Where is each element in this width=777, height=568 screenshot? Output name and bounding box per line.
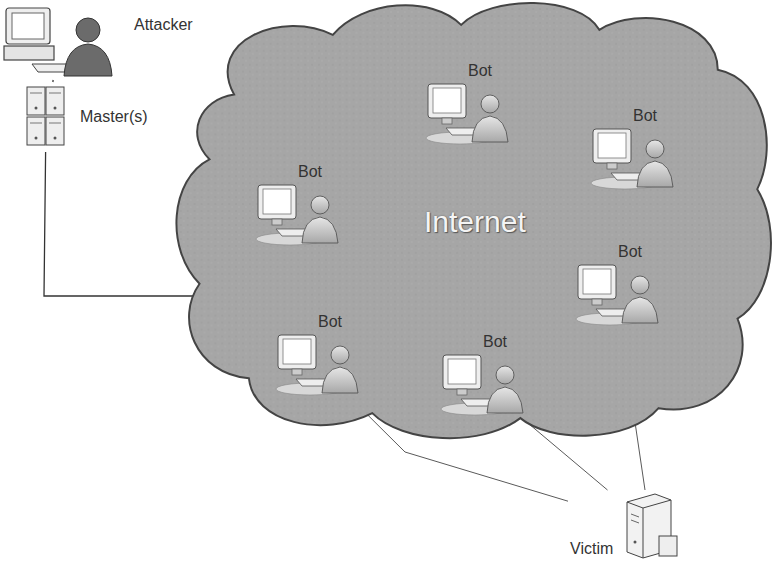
node-label: Victim xyxy=(570,540,613,558)
master-node: Master(s) xyxy=(24,84,148,150)
node-label: Bot xyxy=(318,313,342,331)
cloud-label: Internet xyxy=(424,205,526,239)
bot-node: Bot xyxy=(270,313,362,397)
victim-node: Victim xyxy=(570,492,681,560)
bot-icon xyxy=(250,181,342,247)
bot-icon xyxy=(585,125,677,191)
node-label: Master(s) xyxy=(80,108,148,126)
bot-node: Bot xyxy=(435,333,527,417)
attacker-node: Attacker xyxy=(2,2,193,78)
bot-icon xyxy=(270,331,362,397)
bot-icon xyxy=(570,261,662,327)
node-label: Bot xyxy=(633,107,657,125)
bot-icon xyxy=(435,351,527,417)
link-line xyxy=(52,80,54,82)
bot-node: Bot xyxy=(585,107,677,191)
attacker-icon xyxy=(2,2,120,78)
victim-icon xyxy=(619,492,681,560)
master-icon xyxy=(24,84,68,150)
node-label: Bot xyxy=(298,163,322,181)
node-label: Bot xyxy=(468,62,492,80)
node-label: Bot xyxy=(618,243,642,261)
bot-node: Bot xyxy=(420,62,512,146)
node-label: Attacker xyxy=(134,16,193,34)
internet-cloud: InternetBotBotBotBotBotBot xyxy=(165,0,777,448)
bot-icon xyxy=(420,80,512,146)
bot-node: Bot xyxy=(250,163,342,247)
bot-node: Bot xyxy=(570,243,662,327)
node-label: Bot xyxy=(483,333,507,351)
